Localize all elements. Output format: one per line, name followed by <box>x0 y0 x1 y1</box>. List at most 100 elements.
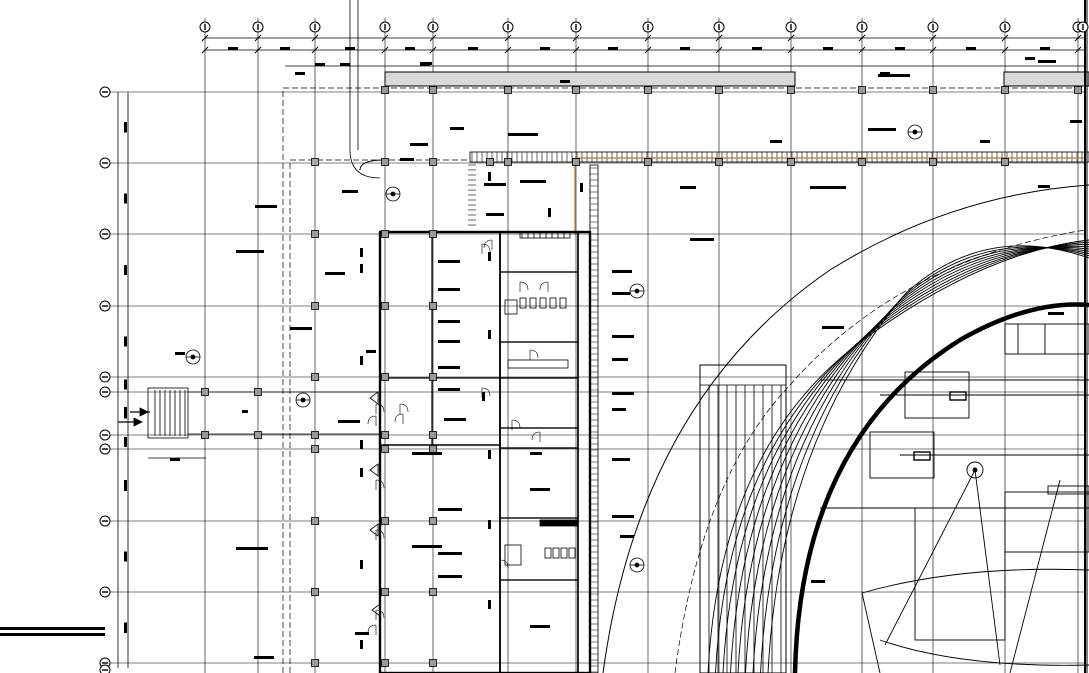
structural-column <box>429 445 437 453</box>
structural-column <box>254 431 262 439</box>
partition <box>504 299 518 315</box>
annotation-text <box>412 452 442 455</box>
column-markers <box>201 86 1082 667</box>
structural-column <box>715 86 723 94</box>
door-swing <box>519 281 529 292</box>
structural-column <box>644 158 652 166</box>
annotation-text <box>175 352 185 355</box>
partition <box>504 544 522 566</box>
structural-column <box>381 302 389 310</box>
annotation-mark <box>360 356 363 365</box>
structural-column <box>504 86 512 94</box>
annotation-text <box>1070 120 1082 123</box>
toilet-fixture <box>544 547 552 559</box>
annotation-text <box>438 340 460 343</box>
dimension-text <box>340 63 350 66</box>
left-dimension-lines <box>117 92 129 668</box>
structural-column <box>486 158 494 166</box>
door-swing <box>375 529 385 540</box>
toilet-fixture <box>552 547 560 559</box>
annotation-text <box>868 128 896 131</box>
annotation-text <box>338 420 360 423</box>
annotation-mark <box>124 337 127 346</box>
counter <box>539 519 579 527</box>
structural-column <box>381 373 389 381</box>
annotation-text <box>290 327 312 330</box>
running-track <box>602 184 1089 673</box>
annotation-text <box>690 238 714 241</box>
structural-column <box>311 659 319 667</box>
stair-arrow <box>369 463 379 477</box>
top-dimension-lines <box>205 37 1085 67</box>
structural-column <box>201 388 209 396</box>
structural-column <box>644 86 652 94</box>
annotation-text <box>620 535 634 538</box>
dimension-text <box>295 72 305 75</box>
annotation-mark <box>488 520 491 529</box>
door-swing <box>499 559 509 570</box>
detail-callout-dot <box>190 354 196 360</box>
door-swing <box>529 349 539 360</box>
structural-column <box>381 86 389 94</box>
structural-column <box>429 302 437 310</box>
annotation-mark <box>360 264 363 273</box>
structural-column <box>1001 86 1009 94</box>
annotation-mark <box>360 468 363 477</box>
structural-column <box>787 86 795 94</box>
detail-callout-dot <box>912 129 918 135</box>
annotation-text <box>366 350 376 353</box>
annotation-mark <box>124 624 127 633</box>
track-lane <box>767 245 1089 673</box>
annotation-text <box>822 326 844 329</box>
annotation-text <box>242 410 248 413</box>
annotation-text <box>450 127 464 130</box>
scale-bar <box>0 627 105 636</box>
annotation-text <box>680 186 696 189</box>
door-swing <box>375 403 385 414</box>
annotation-mark <box>124 194 127 203</box>
annotation-text <box>255 205 277 208</box>
toilet-fixture <box>529 297 537 309</box>
annotation-text <box>438 552 462 555</box>
door-swing <box>539 281 549 292</box>
annotation-mark <box>488 252 491 261</box>
annotation-text <box>1048 312 1064 315</box>
structural-column <box>311 230 319 238</box>
structural-column <box>311 445 319 453</box>
east-wall-railing <box>589 164 599 673</box>
annotation-text <box>810 186 846 189</box>
detail-callouts <box>185 124 923 573</box>
door-swing <box>367 415 377 426</box>
annotation-text <box>612 408 626 411</box>
structural-column <box>429 588 437 596</box>
annotation-text <box>612 515 634 518</box>
structural-column <box>311 517 319 525</box>
annotation-text <box>530 452 542 455</box>
dimension-text <box>895 47 905 50</box>
annotation-text <box>438 388 460 391</box>
structural-column <box>929 158 937 166</box>
annotation-mark <box>124 407 127 416</box>
structural-column <box>504 158 512 166</box>
structural-column <box>254 388 262 396</box>
annotation-text <box>612 292 630 295</box>
annotation-mark <box>124 265 127 274</box>
annotation-text <box>612 335 634 338</box>
annotation-text <box>612 270 632 273</box>
structural-column <box>311 158 319 166</box>
structural-column <box>1001 158 1009 166</box>
annotation-text <box>342 190 358 193</box>
annotation-mark <box>488 172 491 181</box>
toilet-fixture <box>568 547 576 559</box>
column-grid-bubbles <box>199 21 1089 33</box>
structural-column <box>381 431 389 439</box>
dimension-text <box>468 47 478 50</box>
field-structures <box>820 323 1089 673</box>
dimension-text <box>540 47 550 50</box>
toilet-fixture <box>559 297 567 309</box>
door-swing <box>394 413 404 424</box>
annotation-text <box>236 250 264 253</box>
annotation-text <box>980 140 990 143</box>
top-canopy <box>384 71 1089 87</box>
structural-column <box>715 158 723 166</box>
